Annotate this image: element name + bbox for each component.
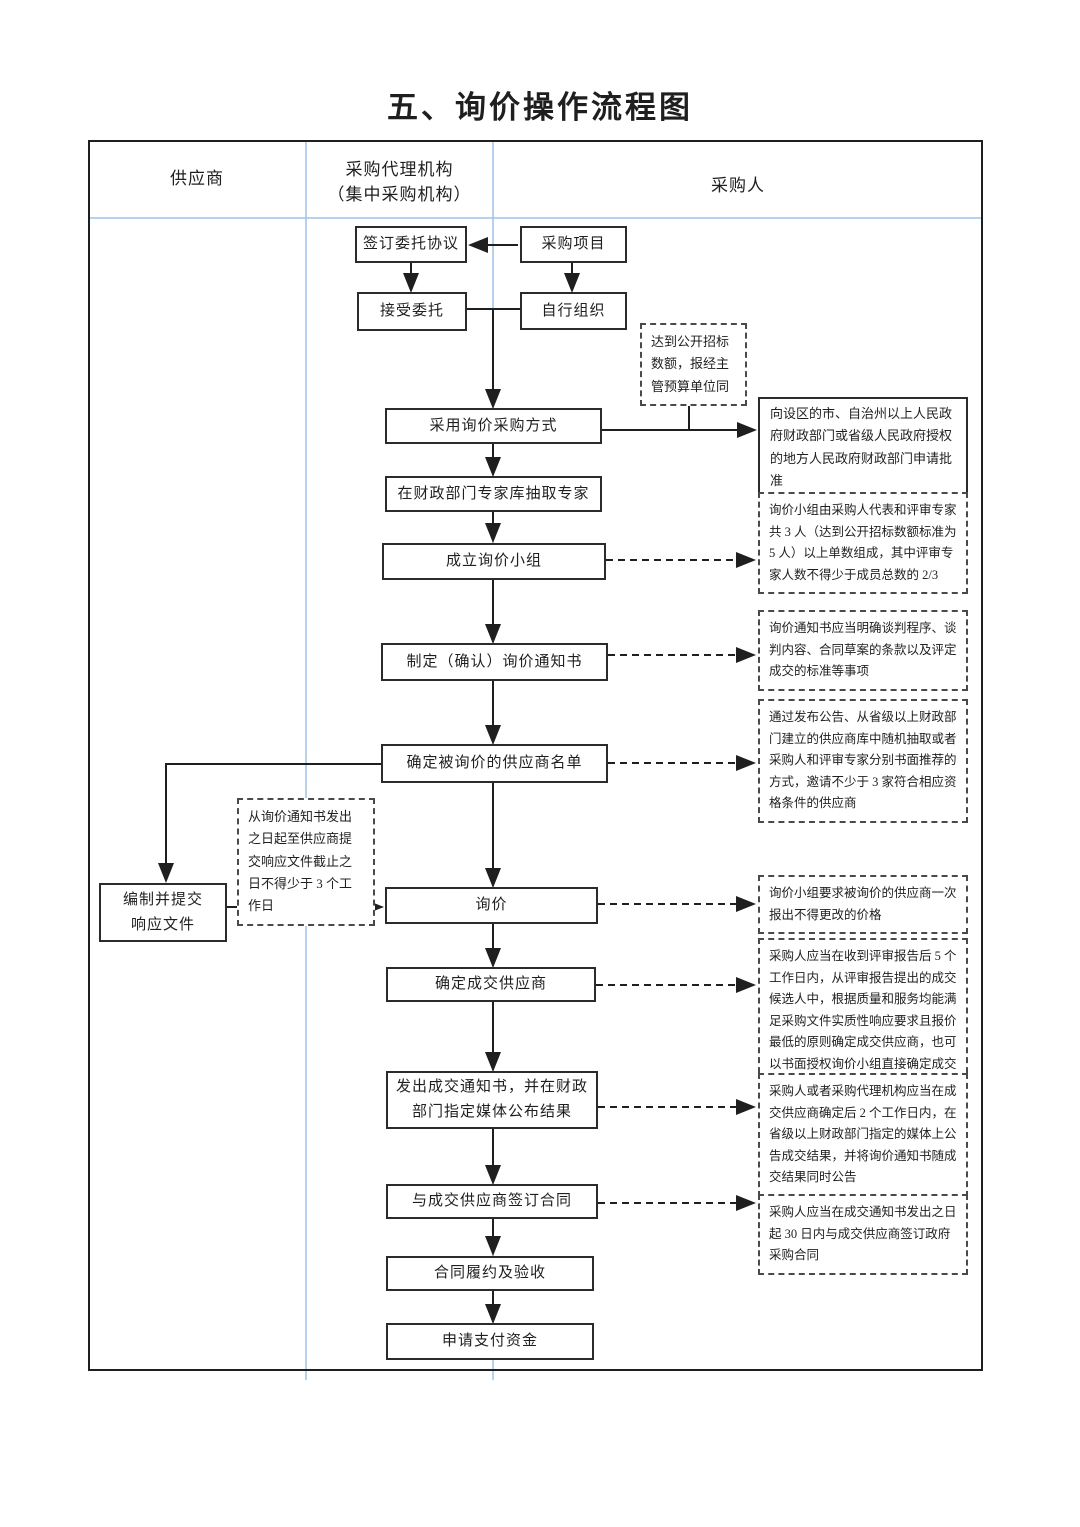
flow-box-accept-entrustment: 接受委托 <box>357 292 467 331</box>
flow-box-form-inquiry-team: 成立询价小组 <box>382 543 606 580</box>
diagram-frame <box>88 140 983 1371</box>
annotation-contract-deadline: 采购人应当在成交通知书发出之日起 30 日内与成交供应商签订政府采购合同 <box>758 1194 968 1275</box>
annotation-team-composition: 询价小组由采购人代表和评审专家共 3 人（达到公开招标数额标准为 5 人）以上单… <box>758 492 968 594</box>
lane-header-purchaser: 采购人 <box>711 176 765 195</box>
annotation-deal-rule: 采购人应当在收到评审报告后 5 个工作日内，从评审报告提出的成交候选人中，根据质… <box>758 938 968 1083</box>
annotation-open-tender-threshold: 达到公开招标数额，报经主管预算单位同 <box>640 323 747 407</box>
flow-box-sign-entrustment: 签订委托协议 <box>355 226 467 263</box>
flow-box-apply-payment: 申请支付资金 <box>386 1323 594 1360</box>
flow-box-inquiry: 询价 <box>385 887 598 924</box>
flow-box-make-inquiry-notice: 制定（确认）询价通知书 <box>381 643 608 681</box>
flow-box-determine-supplier-list: 确定被询价的供应商名单 <box>381 744 608 783</box>
flow-box-determine-deal-supplier: 确定成交供应商 <box>386 967 596 1002</box>
flow-box-extract-experts: 在财政部门专家库抽取专家 <box>385 476 602 512</box>
flow-box-adopt-inquiry-method: 采用询价采购方式 <box>385 408 602 444</box>
lane-header-agency-line2: （集中采购机构） <box>327 185 472 204</box>
lane-header-agency-line1: 采购代理机构 <box>345 160 454 179</box>
lane-header-supplier: 供应商 <box>170 169 224 188</box>
flow-box-prepare-response: 编制并提交 响应文件 <box>99 883 227 942</box>
annotation-response-deadline: 从询价通知书发出之日起至供应商提交响应文件截止之日不得少于 3 个工作日 <box>237 798 375 926</box>
flow-box-contract-performance: 合同履约及验收 <box>386 1256 594 1291</box>
annotation-supplier-invitation: 通过发布公告、从省级以上财政部门建立的供应商库中随机抽取或者采购人和评审专家分别… <box>758 699 968 823</box>
flow-box-self-organize: 自行组织 <box>520 292 627 330</box>
flow-box-procurement-project: 采购项目 <box>520 226 627 263</box>
page-title: 五、询价操作流程图 <box>387 90 693 125</box>
note-box-apply-approval: 向设区的市、自治州以上人民政府财政部门或省级人民政府授权的地方人民政府财政部门申… <box>758 397 968 499</box>
flow-box-sign-contract: 与成交供应商签订合同 <box>386 1184 598 1219</box>
flow-box-issue-deal-notice: 发出成交通知书，并在财政部门指定媒体公布结果 <box>386 1071 598 1129</box>
annotation-notice-content: 询价通知书应当明确谈判程序、谈判内容、合同草案的条款以及评定成交的标准等事项 <box>758 610 968 691</box>
annotation-announce-result: 采购人或者采购代理机构应当在成交供应商确定后 2 个工作日内，在省级以上财政部门… <box>758 1073 968 1197</box>
annotation-one-time-quote: 询价小组要求被询价的供应商一次报出不得更改的价格 <box>758 875 968 934</box>
lane-header-agency: 采购代理机构 （集中采购机构） <box>306 155 493 205</box>
